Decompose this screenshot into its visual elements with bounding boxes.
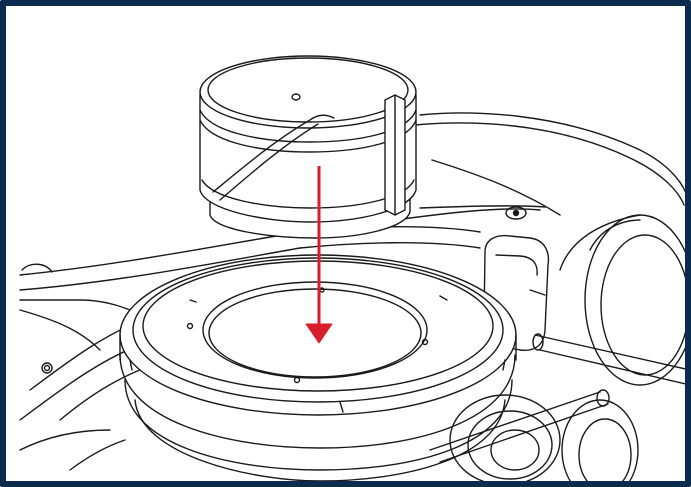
upper-cup — [199, 55, 417, 239]
assembly-illustration — [19, 55, 685, 481]
right-mechanism — [429, 214, 685, 481]
down-arrow-icon — [305, 166, 333, 344]
